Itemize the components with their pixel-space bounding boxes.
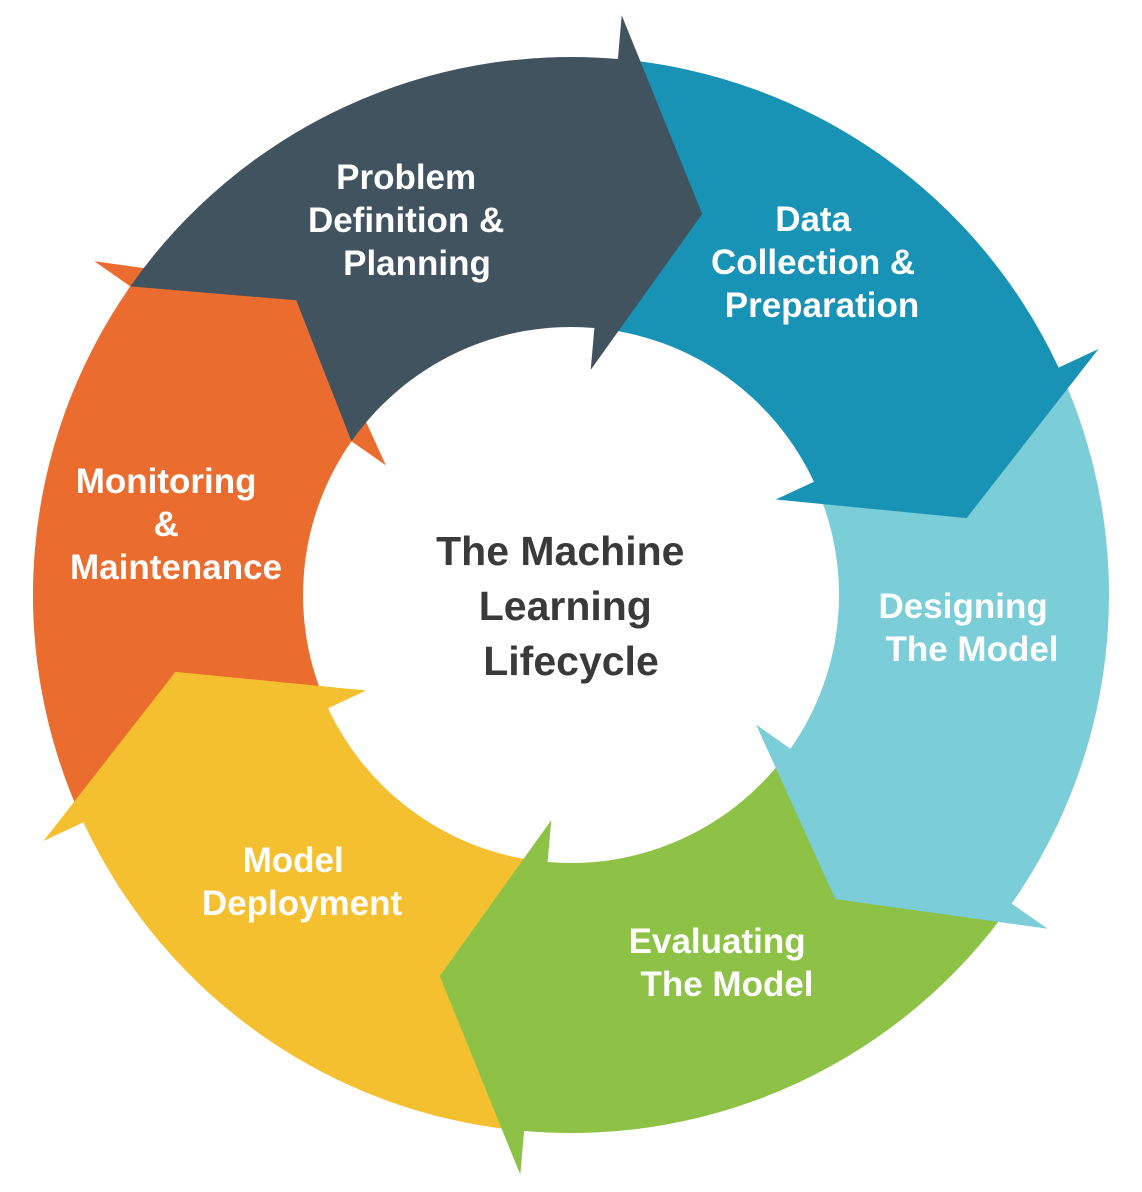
center-title-line: Lifecycle — [483, 638, 659, 684]
data-collection-label-line: Collection & — [711, 243, 915, 282]
monitoring-maintenance-arrow — [32, 261, 386, 823]
designing-model-arrow — [756, 367, 1110, 929]
model-deployment-label-line: Model — [243, 841, 344, 880]
evaluating-model-label-line: Evaluating — [629, 922, 806, 961]
evaluating-model-label-line: The Model — [640, 965, 813, 1004]
evaluating-model-arrow — [439, 748, 1012, 1175]
designing-model-label-line: The Model — [885, 630, 1058, 669]
center-title-line: The Machine — [436, 528, 684, 574]
data-collection-arrow — [594, 59, 1099, 519]
center-title: The Machine Learning Lifecycle — [436, 528, 696, 684]
monitoring-maintenance-label-line: & — [153, 505, 178, 544]
problem-definition-label: Problem Definition & Planning — [308, 158, 514, 283]
designing-model-label-line: Designing — [879, 587, 1048, 626]
center-title-line: Learning — [479, 583, 652, 629]
data-collection-label: Data Collection & Preparation — [711, 200, 925, 325]
monitoring-maintenance-label-line: Maintenance — [70, 548, 282, 587]
model-deployment-label-line: Deployment — [202, 884, 403, 923]
problem-definition-label-line: Problem — [336, 158, 476, 197]
data-collection-label-line: Preparation — [725, 286, 920, 325]
problem-definition-label-line: Definition & — [308, 201, 504, 240]
problem-definition-label-line: Planning — [343, 244, 491, 283]
designing-model-label: Designing The Model — [879, 587, 1059, 669]
data-collection-label-line: Data — [775, 200, 851, 239]
monitoring-maintenance-label: Monitoring & Maintenance — [70, 462, 282, 587]
evaluating-model-label: Evaluating The Model — [629, 922, 816, 1004]
problem-definition-arrow — [130, 15, 703, 442]
model-deployment-arrow — [43, 671, 548, 1131]
model-deployment-label: Model Deployment — [202, 841, 403, 923]
monitoring-maintenance-label-line: Monitoring — [76, 462, 257, 501]
